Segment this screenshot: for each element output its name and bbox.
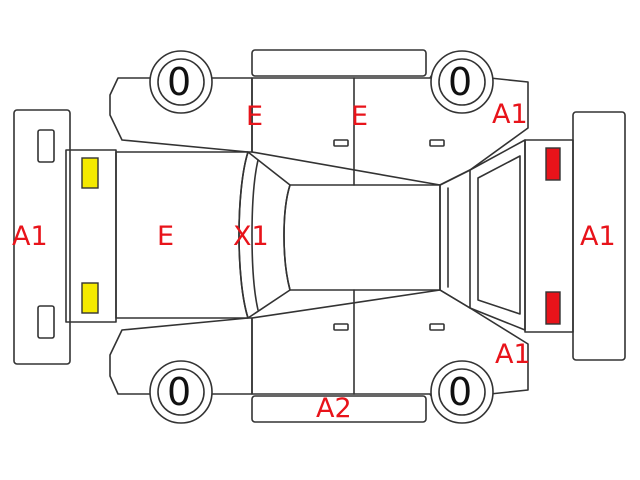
mark-hood: E (157, 221, 175, 252)
tire-front-right (149, 360, 213, 424)
rear-face-outline (524, 139, 574, 333)
mark-windshield: X1 (233, 221, 269, 252)
headlamp-bottom-left (81, 282, 99, 314)
tire-value-front-right: 0 (167, 370, 192, 414)
taillamp-top-right (545, 147, 561, 181)
tire-rear-left (430, 50, 494, 114)
tire-rear-right (430, 360, 494, 424)
tailgate-outline (469, 139, 526, 331)
mark-left-rear-fender: A1 (495, 339, 531, 370)
taillamp-bottom-right (545, 291, 561, 325)
hood-outline (115, 151, 249, 319)
mark-left-rocker: A2 (316, 393, 352, 424)
headlamp-top-left (81, 157, 99, 189)
mark-front-bumper: A1 (12, 221, 48, 252)
rear-window-outline (439, 169, 471, 309)
tire-front-left (149, 50, 213, 114)
mark-roof-left: E (246, 101, 264, 132)
tire-value-front-left: 0 (167, 60, 192, 104)
roof-outline (283, 184, 441, 291)
rear-bumper-outline (572, 111, 626, 361)
tire-value-rear-left: 0 (448, 60, 473, 104)
front-face-outline (65, 149, 117, 323)
mark-right-rear-fender: A1 (492, 99, 528, 130)
front-bumper-outline (13, 109, 71, 365)
tire-value-rear-right: 0 (448, 370, 473, 414)
mark-roof-right: E (351, 101, 369, 132)
mark-rear-bumper: A1 (580, 221, 616, 252)
